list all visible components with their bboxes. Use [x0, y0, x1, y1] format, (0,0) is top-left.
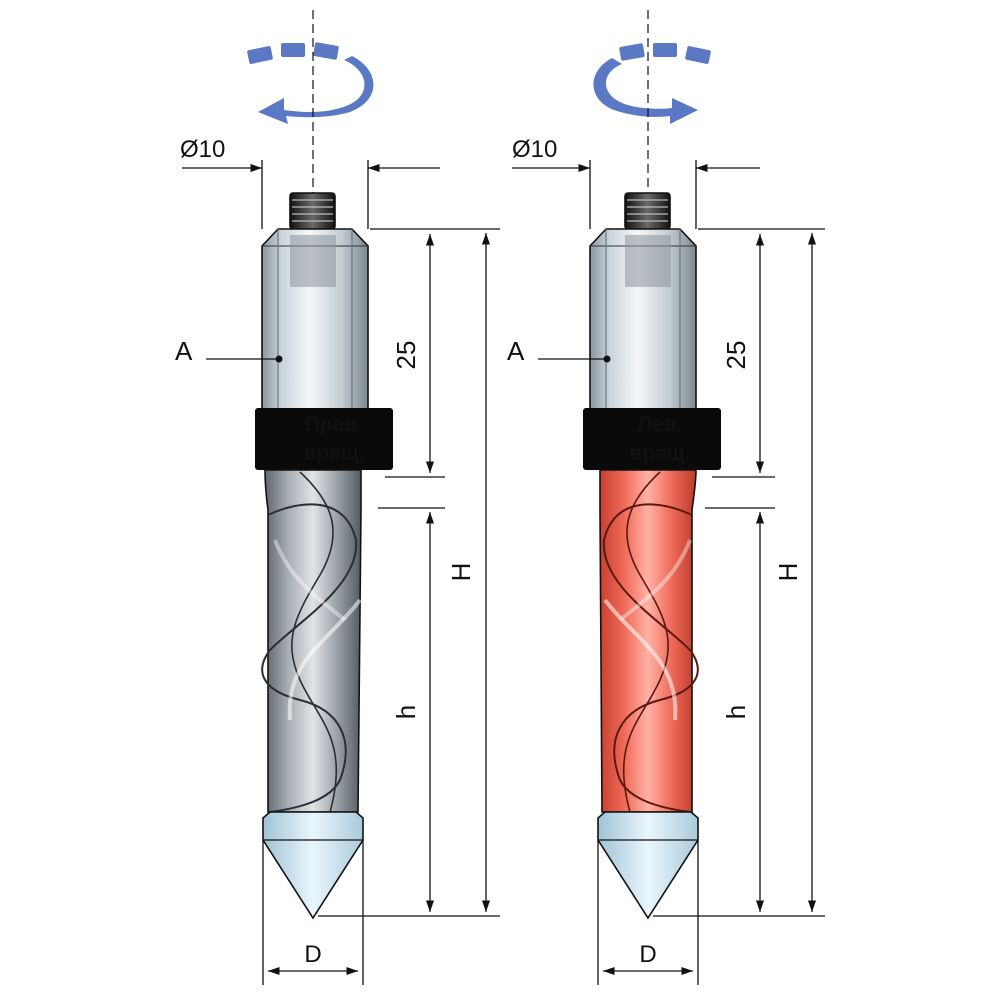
reference-label-a: A [175, 336, 193, 366]
working-length-label: h [721, 705, 751, 719]
working-length-dimension: h [378, 507, 445, 912]
shank-length-label: 25 [391, 341, 421, 370]
drill-right-rotation: A Прав. вращ. Ø10 [175, 10, 500, 985]
rotation-band: Лев. вращ. [583, 408, 721, 470]
total-length-dimension: H [318, 233, 500, 917]
thread-stub [624, 192, 671, 230]
band-text-line1: Лев. [637, 413, 682, 436]
total-length-label: H [446, 563, 476, 582]
rotation-band: Прав. вращ. [255, 408, 393, 470]
working-length-dimension: h [705, 507, 775, 912]
rotation-arrow-clockwise-icon [247, 42, 374, 124]
drill-left-rotation: A Лев. вращ. Ø10 25 [507, 10, 825, 985]
rotation-arrow-counterclockwise-icon [593, 43, 711, 124]
band-text-line1: Прав. [305, 413, 363, 436]
fluted-body [261, 469, 362, 813]
total-length-dimension: H [653, 233, 825, 917]
shank-diameter-dimension: Ø10 [512, 136, 760, 229]
shank-length-dimension: 25 [698, 228, 825, 478]
drill-diameter-label: D [639, 941, 656, 968]
total-length-label: H [773, 563, 803, 582]
fluted-body [599, 469, 699, 813]
drill-diameter-dimension: D [262, 840, 364, 985]
drill-tip [597, 811, 699, 920]
shank [589, 228, 697, 413]
shank [261, 228, 369, 413]
shank-length-label: 25 [721, 341, 751, 370]
drill-diameter-dimension: D [597, 840, 699, 985]
thread-stub [289, 192, 336, 230]
band-text-line2: вращ. [630, 442, 691, 465]
drill-diameter-label: D [304, 941, 321, 968]
band-text-line2: вращ. [304, 442, 365, 465]
working-length-label: h [391, 705, 421, 719]
drill-tip [262, 811, 364, 920]
reference-label-a: A [507, 336, 525, 366]
shank-diameter-dimension: Ø10 [180, 136, 440, 229]
shank-length-dimension: 25 [370, 228, 500, 478]
shank-diameter-label: Ø10 [512, 136, 557, 163]
shank-diameter-label: Ø10 [180, 136, 225, 163]
